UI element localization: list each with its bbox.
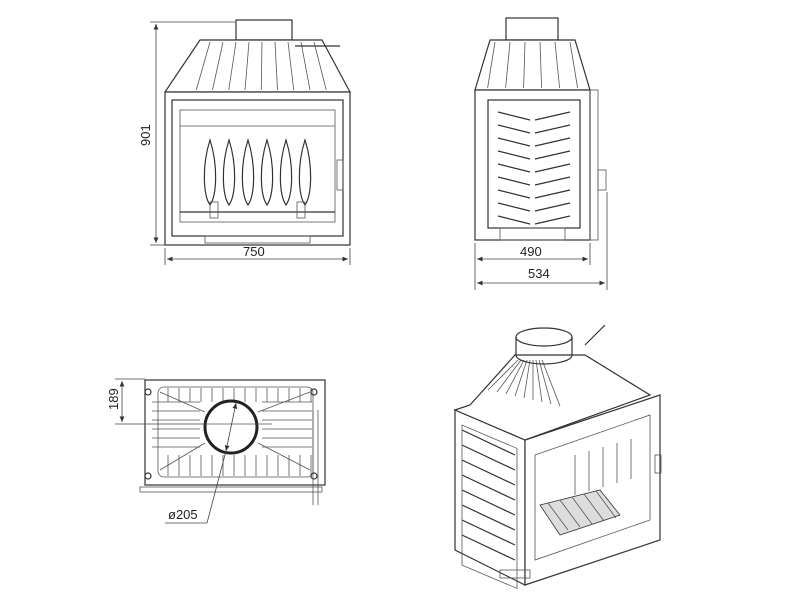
chevron (534, 176, 571, 186)
chevron (497, 150, 531, 160)
chevron (497, 189, 531, 199)
flame-icon (241, 138, 255, 207)
side-fin (461, 444, 516, 471)
grate-bar (547, 502, 569, 531)
front-height-label: 901 (138, 124, 153, 146)
chevron (497, 137, 531, 147)
hood-fin (514, 359, 528, 397)
flame-icon (279, 138, 293, 207)
isometric-view (453, 324, 662, 590)
hood-fin (212, 41, 224, 91)
hood-fin (554, 41, 560, 89)
hood-fin (287, 41, 295, 91)
side-fin (461, 519, 516, 546)
chevron (497, 124, 531, 134)
hood-fin (569, 41, 578, 89)
grate-bar (559, 499, 581, 528)
chevron (534, 189, 571, 199)
flame-icon (222, 138, 236, 207)
hood-fin (228, 41, 237, 91)
grate-bar (583, 493, 605, 522)
top-view: 189 ø205 (106, 378, 326, 524)
chevron (497, 163, 531, 173)
side-total-depth-label: 534 (528, 266, 550, 281)
hood-fin (260, 41, 263, 91)
hood-fin (505, 41, 511, 89)
hood-fin (244, 41, 250, 91)
hood-fin (300, 41, 311, 91)
hood-fin (195, 41, 211, 91)
side-fin (461, 534, 516, 561)
side-fin (461, 504, 516, 531)
chevron (497, 202, 531, 212)
hood-fin (505, 359, 525, 395)
hood-fin (274, 41, 278, 91)
hood-fin (538, 359, 552, 405)
front-view: 901 750 (138, 19, 352, 265)
chevron (534, 150, 571, 160)
front-width-label: 750 (243, 244, 265, 259)
chevron (534, 137, 571, 147)
chevron (534, 124, 571, 134)
hood-fin (487, 41, 496, 89)
chevron (534, 202, 571, 212)
top-offset-label: 189 (106, 388, 121, 410)
hood-fin (535, 359, 543, 403)
side-view: 490 534 (474, 17, 608, 290)
hood-fin (523, 41, 526, 89)
side-fin (461, 429, 516, 456)
flame-icon (260, 138, 274, 207)
hood-fin (496, 359, 522, 393)
hood-fin (539, 41, 542, 89)
hood-fin (313, 41, 327, 91)
hood-fin (541, 359, 561, 407)
side-depth-label: 490 (520, 244, 542, 259)
chevron (534, 215, 571, 225)
grate-bar (571, 496, 593, 525)
hood-fin (523, 359, 531, 399)
chevron (497, 215, 531, 225)
chevron (534, 111, 571, 121)
flue-diameter-label: ø205 (168, 507, 198, 522)
grate-bar (595, 490, 617, 519)
side-fin (461, 459, 516, 486)
hood-fin (487, 359, 519, 391)
chevron (534, 163, 571, 173)
chevron (497, 176, 531, 186)
side-fin (461, 489, 516, 516)
side-fin (461, 474, 516, 501)
chevron (497, 111, 531, 121)
